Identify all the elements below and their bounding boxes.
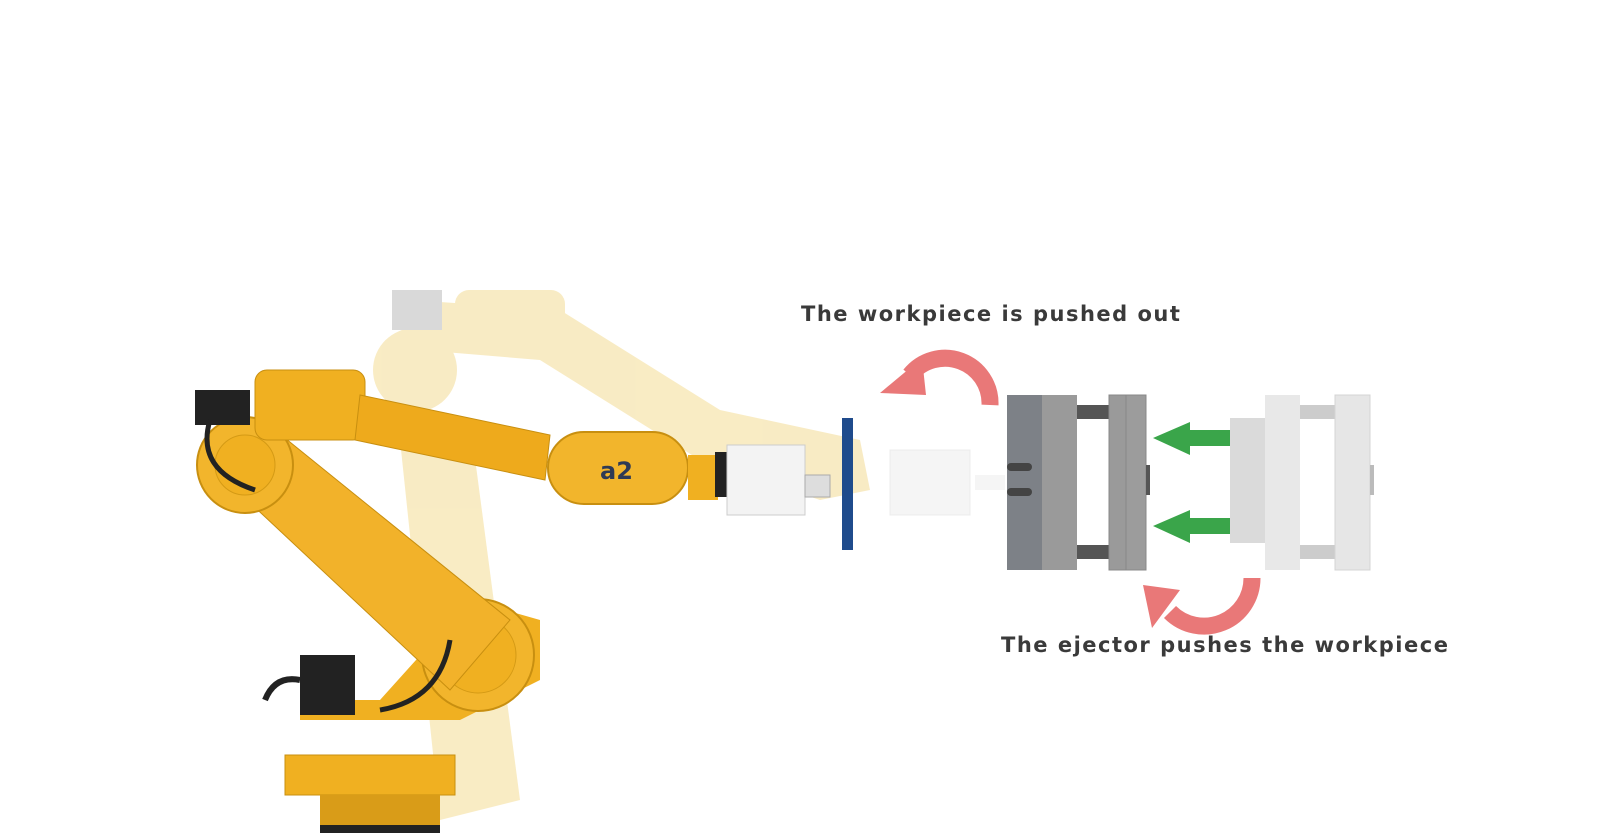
curved-arrow-bottom	[1143, 577, 1261, 635]
caption-workpiece-pushed-out: The workpiece is pushed out	[801, 302, 1182, 326]
caption-ejector-pushes: The ejector pushes the workpiece	[1001, 633, 1450, 657]
robot-logo: a2	[600, 457, 633, 485]
robot-arm	[195, 369, 831, 833]
push-arrow-green-top	[1153, 422, 1230, 455]
curved-arrow-top	[880, 349, 999, 406]
end-effector-plate	[842, 418, 853, 550]
mold-dark	[1007, 394, 1150, 571]
mold-light	[1230, 394, 1374, 571]
push-arrow-green-bottom	[1153, 510, 1230, 543]
